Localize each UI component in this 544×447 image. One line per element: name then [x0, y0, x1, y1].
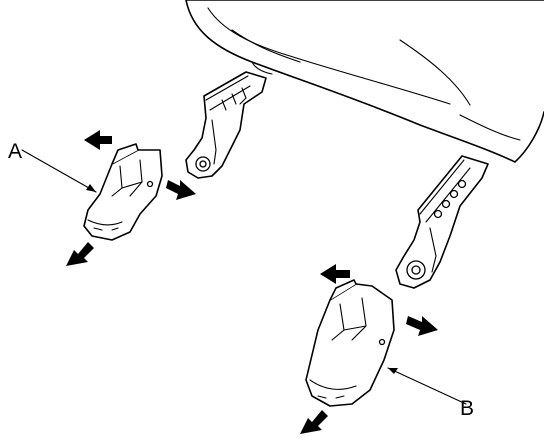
seat-cushion — [185, 0, 544, 163]
arrow-b-right — [406, 316, 438, 336]
cover-a — [83, 143, 163, 241]
leader-a — [21, 149, 97, 193]
left-seat-rail — [185, 71, 267, 179]
leader-lines — [21, 149, 467, 405]
callout-label-a: A — [8, 140, 23, 163]
arrow-a-up — [84, 130, 112, 150]
right-seat-rail — [395, 155, 489, 289]
removal-arrows — [66, 130, 438, 434]
callout-label-b: B — [460, 397, 475, 420]
arrow-a-right — [166, 180, 196, 200]
arrow-b-down — [300, 410, 328, 434]
arrow-a-down — [66, 242, 94, 266]
arrow-b-up — [320, 264, 350, 284]
leader-b — [387, 367, 467, 405]
cover-b — [305, 279, 395, 407]
